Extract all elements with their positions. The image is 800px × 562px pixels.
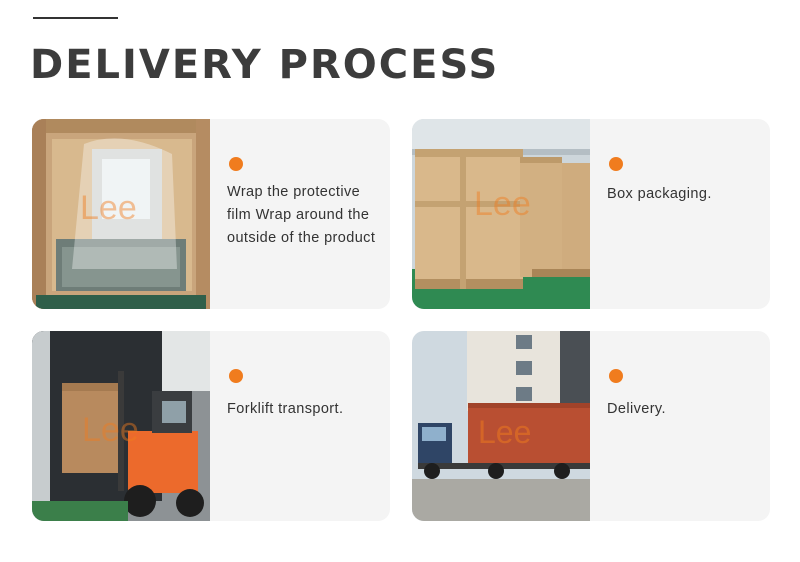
watermark-text: Lee	[478, 414, 531, 450]
step-card-wrap: Lee Wrap the protective film Wrap around…	[32, 119, 390, 309]
watermark-text: Lee	[474, 185, 531, 223]
step-card-box: Lee Box packaging.	[412, 119, 770, 309]
step-caption: Forklift transport.	[227, 401, 344, 417]
step-caption: Delivery.	[607, 401, 666, 417]
step-card-forklift: Lee Forklift transport.	[32, 331, 390, 521]
step-caption: Wrap the protective film Wrap around the…	[227, 184, 376, 246]
bullet-dot	[229, 157, 243, 171]
photo-delivery-truck: Lee	[412, 331, 590, 521]
bullet-dot	[609, 157, 623, 171]
watermark-text: Lee	[82, 411, 139, 449]
step-caption: Box packaging.	[607, 186, 712, 202]
bullet-dot	[609, 369, 623, 383]
photo-wrapped-machine: Lee	[32, 119, 210, 309]
photo-forklift: Lee	[32, 331, 210, 521]
watermark-text: Lee	[80, 189, 137, 227]
title-rule	[33, 17, 118, 19]
photo-crates: Lee	[412, 119, 590, 309]
step-card-delivery: Lee Delivery.	[412, 331, 770, 521]
page-title: DELIVERY PROCESS	[30, 42, 500, 88]
bullet-dot	[229, 369, 243, 383]
